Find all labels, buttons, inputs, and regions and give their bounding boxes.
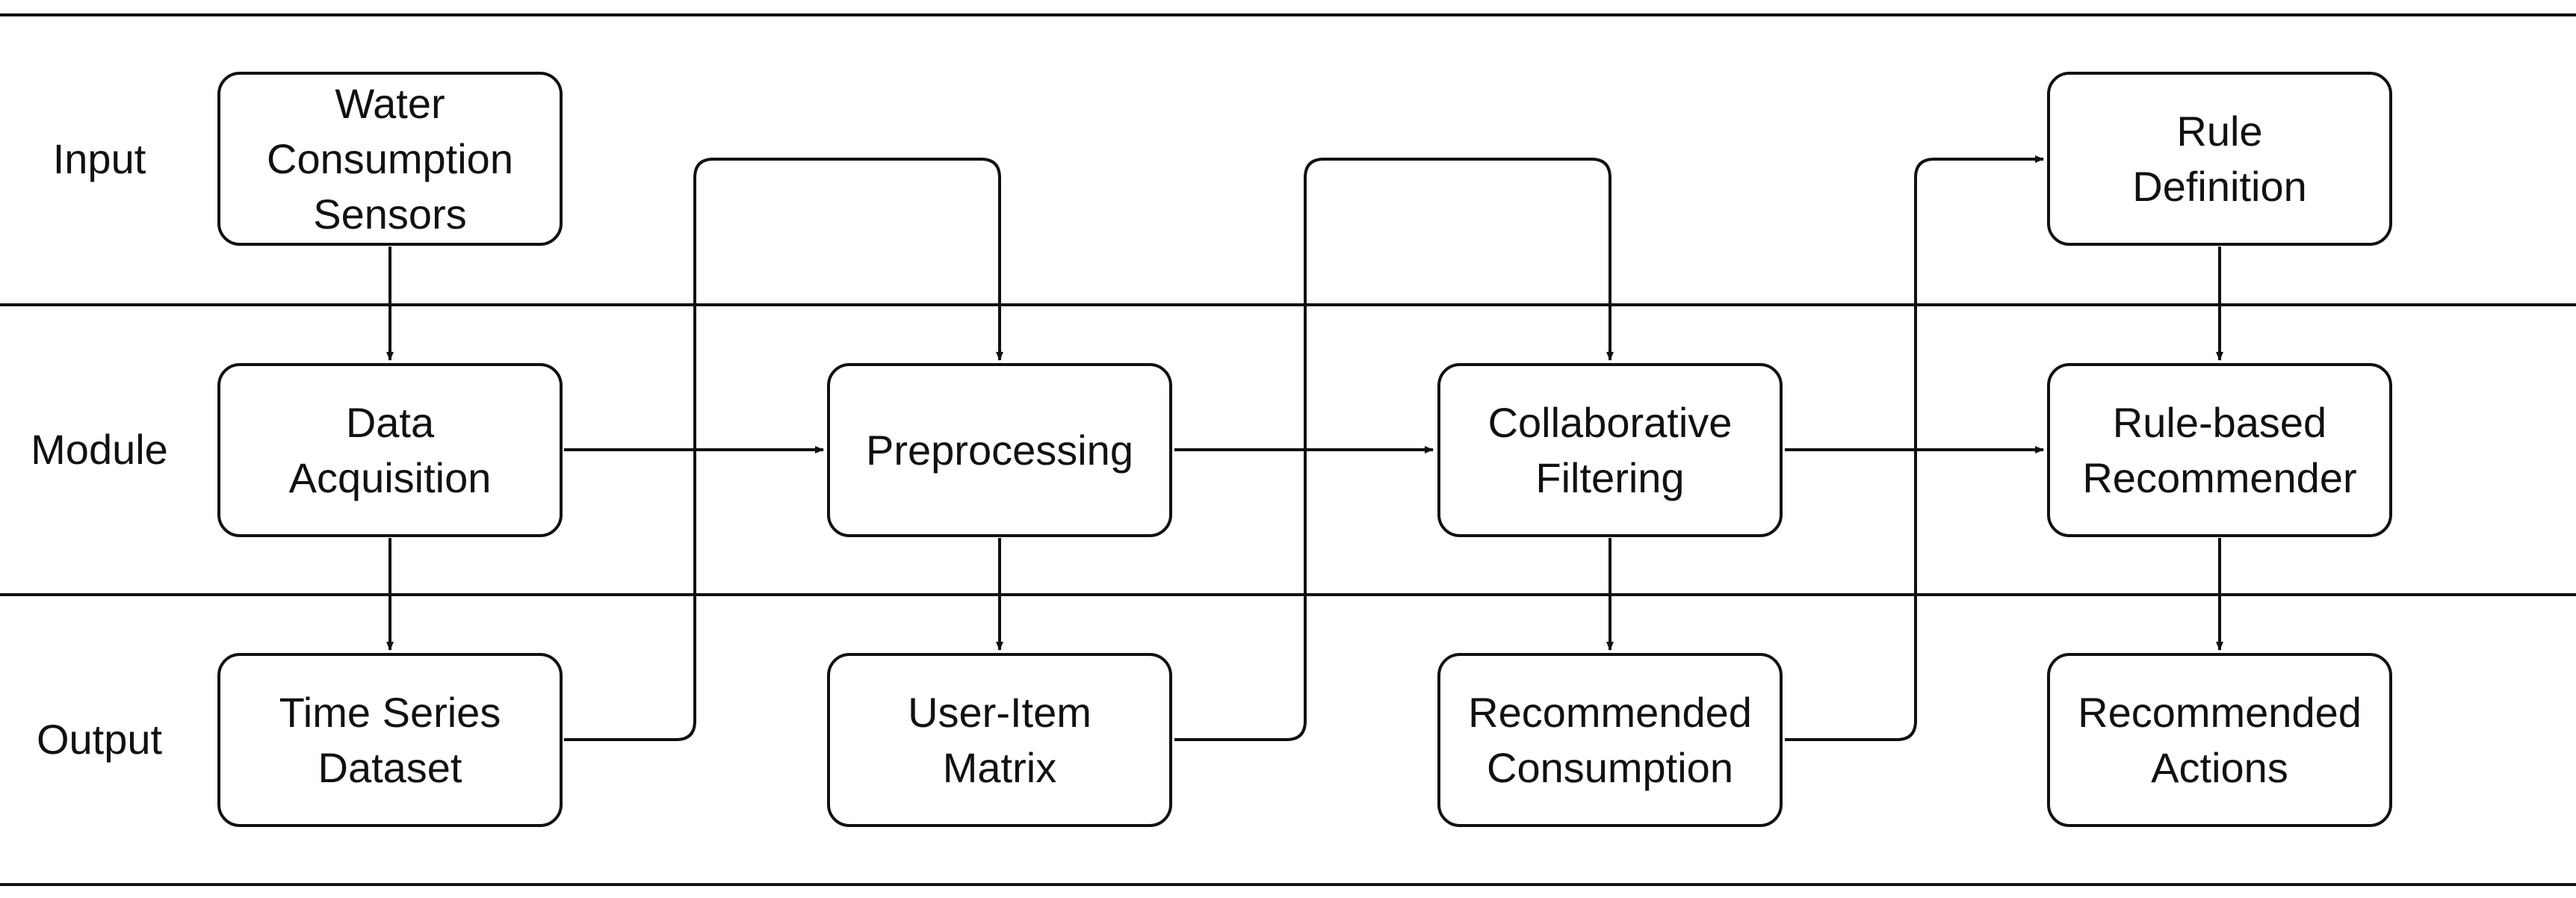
row-label-output: Output — [36, 716, 163, 763]
bottom-border-line — [0, 883, 2576, 886]
rule-definition-node: Rule Definition — [2047, 72, 2392, 246]
node-text-line: Filtering — [1535, 453, 1685, 501]
node-text-line: Water — [335, 79, 445, 127]
node-text-line: Rule-based — [2112, 398, 2327, 446]
node-text-line: Rule — [2176, 107, 2263, 155]
time-series-dataset-node: Time Series Dataset — [217, 653, 563, 827]
node-text-line: Matrix — [942, 743, 1057, 791]
node-text-line: Recommended — [2078, 688, 2362, 736]
row-label-module: Module — [31, 426, 168, 473]
node-text-line: Consumption — [267, 134, 513, 182]
node-text-line: Acquisition — [288, 453, 492, 501]
node-text-line: Recommended — [1468, 688, 1752, 736]
input-module-divider — [0, 303, 2576, 306]
node-text-line: Time Series — [279, 688, 501, 736]
node-text-line: Actions — [2151, 743, 2288, 791]
node-text-line: Sensors — [313, 190, 467, 238]
node-text-line: Dataset — [318, 743, 462, 791]
node-text-line: Definition — [2132, 162, 2307, 210]
collaborative-filtering-node: Collaborative Filtering — [1437, 363, 1783, 537]
node-text-line: Preprocessing — [866, 426, 1133, 474]
rule-based-recommender-node: Rule-based Recommender — [2047, 363, 2392, 537]
row-label-input: Input — [52, 135, 146, 182]
user-item-matrix-node: User-Item Matrix — [827, 653, 1172, 827]
water-consumption-sensors-node: Water Consumption Sensors — [217, 72, 563, 246]
edge-timeseries-to-preprocessing — [564, 158, 1003, 741]
node-text-line: Consumption — [1487, 743, 1733, 791]
recommended-consumption-node: Recommended Consumption — [1437, 653, 1783, 827]
top-border-line — [0, 13, 2576, 16]
edge-useritem-to-filtering — [1174, 158, 1614, 741]
recommended-actions-node: Recommended Actions — [2047, 653, 2392, 827]
data-acquisition-node: Data Acquisition — [217, 363, 563, 537]
preprocessing-node: Preprocessing — [827, 363, 1172, 537]
node-text-line: Recommender — [2082, 453, 2357, 501]
node-text-line: Collaborative — [1487, 398, 1733, 446]
node-text-line: User-Item — [908, 688, 1092, 736]
module-output-divider — [0, 593, 2576, 596]
node-text-line: Data — [345, 398, 435, 446]
edge-recconsumption-to-ruledef — [1785, 155, 2044, 741]
